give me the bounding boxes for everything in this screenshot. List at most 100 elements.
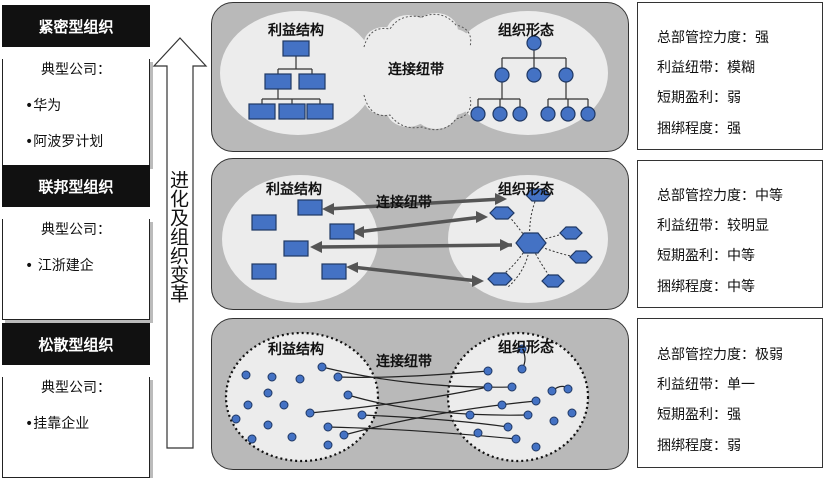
node bbox=[525, 188, 551, 202]
panel-federal: 利益结构 组织形态 连接纽带 bbox=[211, 158, 629, 310]
example-item: •挂靠企业 bbox=[25, 416, 90, 432]
prop-short-profit: 短期盈利：弱 bbox=[657, 90, 741, 106]
example-item: •华为 bbox=[25, 98, 62, 114]
link-label: 连接纽带 bbox=[376, 195, 432, 211]
form-ellipse bbox=[446, 331, 590, 463]
node bbox=[247, 434, 257, 444]
node bbox=[512, 106, 528, 122]
cloud-outline bbox=[363, 13, 472, 131]
prop-control: 总部管控力度：极弱 bbox=[657, 347, 783, 363]
node bbox=[306, 103, 334, 120]
node bbox=[263, 388, 273, 398]
prop-binding: 捆绑程度：弱 bbox=[657, 438, 741, 454]
hierarchy-nodes bbox=[248, 40, 334, 120]
prop-short-profit: 短期盈利：中等 bbox=[657, 248, 755, 264]
node bbox=[531, 442, 541, 452]
interest-structure-label: 利益结构 bbox=[268, 23, 324, 39]
node bbox=[357, 410, 367, 420]
connect-arrows bbox=[316, 197, 513, 283]
example-label: 典型公司： bbox=[41, 62, 111, 78]
node bbox=[483, 366, 493, 376]
node bbox=[511, 434, 521, 444]
interest-boxes bbox=[251, 199, 355, 280]
card-title: 松散型组织 bbox=[2, 323, 150, 365]
prop-interest-link: 利益纽带：模糊 bbox=[657, 60, 755, 76]
link-label: 连接纽带 bbox=[388, 62, 444, 78]
node bbox=[515, 232, 547, 254]
example-item: • 江浙建企 bbox=[25, 258, 94, 274]
node bbox=[279, 400, 289, 410]
node bbox=[487, 272, 513, 286]
node bbox=[282, 40, 310, 57]
node bbox=[567, 408, 577, 418]
node bbox=[470, 106, 486, 122]
interest-dots bbox=[231, 362, 367, 450]
node bbox=[263, 420, 273, 430]
org-form-label: 组织形态 bbox=[498, 23, 554, 39]
node bbox=[333, 372, 343, 382]
node bbox=[264, 73, 292, 90]
node bbox=[531, 396, 541, 406]
node bbox=[278, 103, 306, 120]
node bbox=[483, 382, 493, 392]
card-title: 紧密型组织 bbox=[2, 5, 150, 47]
org-form-label: 组织形态 bbox=[498, 340, 554, 356]
node bbox=[251, 214, 277, 231]
props-tight: 总部管控力度：强 利益纽带：模糊 短期盈利：弱 捆绑程度：强 bbox=[637, 2, 823, 150]
panel-tight: 利益结构 组织形态 连接纽带 bbox=[211, 2, 629, 152]
props-loose: 总部管控力度：极弱 利益纽带：单一 短期盈利：强 捆绑程度：弱 bbox=[637, 318, 823, 468]
node bbox=[465, 410, 475, 420]
node bbox=[541, 274, 565, 288]
panel-diagram bbox=[224, 331, 590, 463]
node bbox=[297, 199, 323, 216]
node bbox=[563, 384, 573, 394]
card-title: 联邦型组织 bbox=[2, 165, 150, 207]
node bbox=[540, 106, 556, 122]
tree-nodes bbox=[470, 35, 596, 122]
card-tight: 紧密型组织 典型公司： •华为 •阿波罗计划 bbox=[2, 5, 150, 166]
prop-binding: 捆绑程度：强 bbox=[657, 121, 741, 137]
node bbox=[305, 408, 315, 418]
example-label: 典型公司： bbox=[41, 222, 111, 238]
node bbox=[494, 67, 510, 83]
node bbox=[559, 226, 583, 240]
prop-interest-link: 利益纽带：单一 bbox=[657, 377, 755, 393]
prop-control: 总部管控力度：中等 bbox=[657, 188, 783, 204]
node bbox=[497, 400, 507, 410]
node bbox=[489, 206, 515, 220]
node bbox=[503, 422, 513, 432]
cloud-shape bbox=[364, 13, 472, 129]
node bbox=[547, 386, 557, 396]
panel-diagram bbox=[222, 175, 608, 303]
link-label: 连接纽带 bbox=[376, 354, 432, 370]
node bbox=[526, 67, 542, 83]
node bbox=[295, 374, 305, 384]
card-body: 典型公司： •挂靠企业 bbox=[2, 377, 150, 478]
node bbox=[580, 106, 596, 122]
node bbox=[317, 362, 327, 372]
card-federal: 联邦型组织 典型公司： • 江浙建企 bbox=[2, 165, 150, 320]
prop-short-profit: 短期盈利：强 bbox=[657, 407, 741, 423]
interest-structure-label: 利益结构 bbox=[266, 182, 322, 198]
node bbox=[243, 400, 253, 410]
evolution-arrow bbox=[152, 37, 208, 449]
card-loose: 松散型组织 典型公司： •挂靠企业 bbox=[2, 323, 150, 478]
card-body: 典型公司： • 江浙建企 bbox=[2, 219, 150, 320]
node bbox=[323, 422, 333, 432]
link-curves bbox=[309, 348, 569, 440]
node bbox=[560, 106, 576, 122]
node bbox=[523, 410, 533, 420]
node bbox=[569, 250, 593, 264]
node bbox=[231, 414, 241, 424]
node bbox=[321, 263, 347, 280]
node bbox=[517, 364, 527, 374]
node bbox=[526, 35, 542, 51]
panel-loose: 利益结构 组织形态 连接纽带 bbox=[211, 318, 629, 470]
node bbox=[473, 428, 483, 438]
node bbox=[298, 73, 326, 90]
hierarchy-lines bbox=[261, 47, 321, 104]
node bbox=[507, 382, 517, 392]
props-federal: 总部管控力度：中等 利益纽带：较明显 短期盈利：中等 捆绑程度：中等 bbox=[637, 160, 823, 308]
interest-structure-label: 利益结构 bbox=[268, 342, 324, 358]
org-form-label: 组织形态 bbox=[498, 182, 554, 198]
